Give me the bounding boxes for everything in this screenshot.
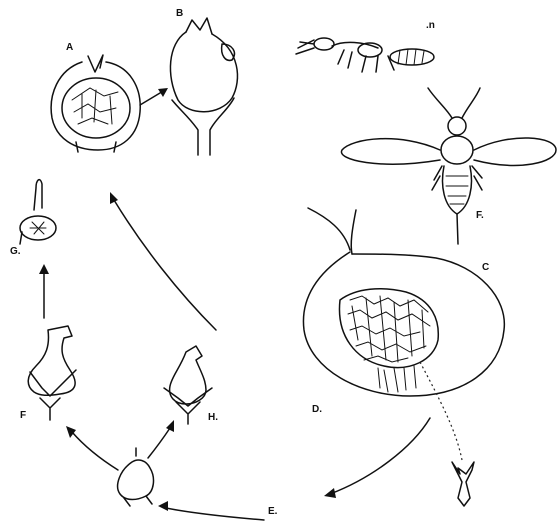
fig-f: [28, 326, 76, 420]
label-e: E.: [268, 506, 278, 517]
male-wasp-n: [296, 38, 434, 72]
label-f-wasp: F.: [476, 210, 484, 221]
arrow-bud-to-h: [148, 428, 170, 458]
label-c: C: [482, 262, 489, 273]
large-fig-section-c: [303, 208, 504, 396]
female-wasp-f: [341, 88, 556, 244]
label-f-fig: F: [20, 410, 26, 421]
label-n: .n: [426, 20, 435, 31]
arrow-h-to-a: [114, 200, 216, 330]
label-g: G.: [10, 246, 21, 257]
male-flower-detail: [452, 462, 474, 506]
arrow-e-to-bud: [166, 508, 264, 520]
label-b: B: [176, 8, 183, 19]
label-d: D.: [312, 404, 322, 415]
fig-section-a: [51, 55, 140, 152]
fig-h: [164, 346, 212, 424]
arrow-bud-to-f: [72, 432, 118, 470]
label-h: H.: [208, 412, 218, 423]
arrow-d-to-e: [330, 418, 430, 494]
label-a: A: [66, 42, 73, 53]
ovule-g: [20, 180, 56, 244]
fig-b: [170, 18, 237, 155]
dotted-leader-c-to-flower: [420, 362, 462, 460]
